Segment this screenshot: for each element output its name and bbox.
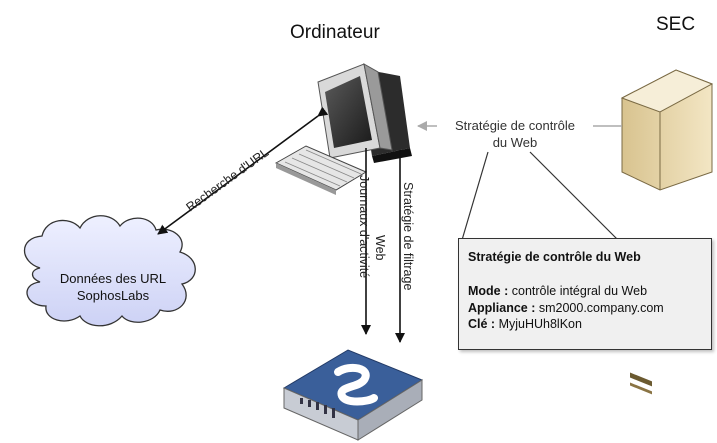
computer-icon <box>274 63 412 195</box>
policy-mode-label: Mode : <box>468 284 509 298</box>
cloud-shape <box>24 215 196 327</box>
web-policy-label-line1: Stratégie de contrôle <box>455 118 575 133</box>
activity-logs-label: Journaux d'activité <box>357 175 371 278</box>
filtering-policy-label: Stratégie de filtrage <box>401 182 415 290</box>
cloud-label: Données des URL SophosLabs <box>38 270 188 304</box>
callout-line-left <box>461 151 489 241</box>
policy-box-title: Stratégie de contrôle du Web <box>468 250 641 264</box>
policy-appliance-value: sm2000.company.com <box>538 300 664 315</box>
web-policy-label: Stratégie de contrôle du Web <box>437 117 593 151</box>
url-lookup-label: Recherche d'URL <box>184 145 272 214</box>
sophos-appliance-icon <box>282 349 424 441</box>
policy-appliance-row: Appliance : sm2000.company.com <box>468 300 711 317</box>
policy-mode-value: contrôle intégral du Web <box>511 284 648 298</box>
computer-title: Ordinateur <box>290 22 380 43</box>
url-lookup-edge <box>157 106 329 235</box>
activity-logs-label-2: Web <box>373 235 387 261</box>
cloud-label-line2: SophosLabs <box>76 288 150 303</box>
cloud-label-line1: Données des URL <box>59 271 167 286</box>
server-icon <box>620 69 714 395</box>
policy-key-label: Clé : <box>468 317 496 331</box>
sec-title: SEC <box>656 14 696 35</box>
policy-key-row: Clé : MyjuHUh8lKon <box>468 316 711 333</box>
policy-appliance-label: Appliance : <box>468 300 536 315</box>
web-policy-label-line2: du Web <box>492 135 538 150</box>
policy-mode-row: Mode : contrôle intégral du Web <box>468 283 711 300</box>
policy-key-value: MyjuHUh8lKon <box>498 317 582 331</box>
policy-details-box: Stratégie de contrôle du Web Mode : cont… <box>458 238 712 350</box>
callout-line-right <box>529 151 619 241</box>
